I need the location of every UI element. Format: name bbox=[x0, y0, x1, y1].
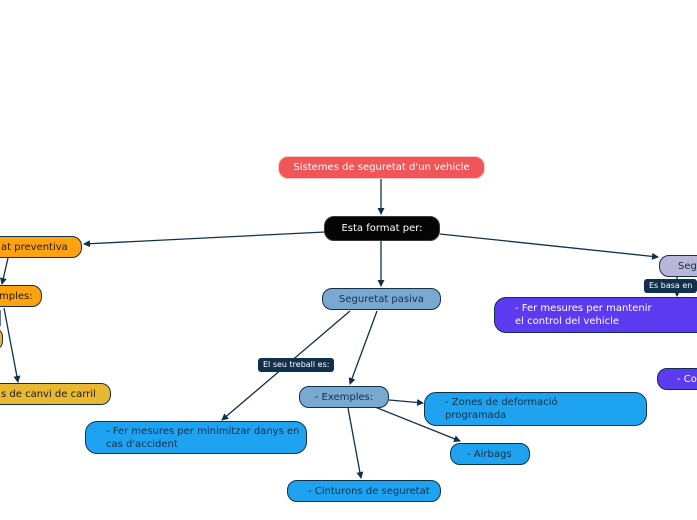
link-passive-examples bbox=[348, 310, 378, 385]
seat-belts-node[interactable]: - Cinturons de seguretat bbox=[287, 480, 441, 502]
minimize-damage-node[interactable]: - Fer mesures per minimitzar danys en ca… bbox=[85, 421, 307, 454]
root-topic[interactable]: Sistemes de seguretat d'un vehicle bbox=[278, 156, 485, 179]
active-bottom-node[interactable]: - Con bbox=[657, 368, 697, 390]
link-preventive-lane bbox=[3, 307, 21, 383]
passive-examples-node[interactable]: - Exemples: bbox=[299, 386, 389, 408]
link-examples-airbags bbox=[374, 406, 461, 443]
passive-safety-node[interactable]: Seguretat pasiva bbox=[322, 288, 441, 310]
hub-topic[interactable]: Esta format per: bbox=[324, 216, 440, 241]
link-hub-active bbox=[439, 233, 659, 260]
active-safety-node[interactable]: Segu bbox=[659, 255, 697, 277]
airbags-node[interactable]: - Airbags bbox=[450, 443, 530, 465]
based-on-label-tag: Es basa en bbox=[644, 279, 697, 293]
preventive-examples-node[interactable]: mples: bbox=[0, 285, 42, 307]
preventive-safety-node[interactable]: at preventiva bbox=[0, 236, 82, 258]
link-examples-deformation bbox=[388, 398, 424, 406]
deformation-zones-node[interactable]: - Zones de deformació programada bbox=[424, 392, 647, 426]
link-preventive-examples bbox=[0, 257, 9, 285]
link-hub-preventive bbox=[83, 231, 326, 248]
vehicle-control-node[interactable]: - Fer mesures per mantenir el control de… bbox=[494, 297, 697, 333]
link-examples-belts bbox=[347, 407, 364, 479]
lane-change-node[interactable]: s de canvi de carril bbox=[0, 383, 111, 405]
work-label-tag: El seu treball es: bbox=[258, 358, 335, 372]
